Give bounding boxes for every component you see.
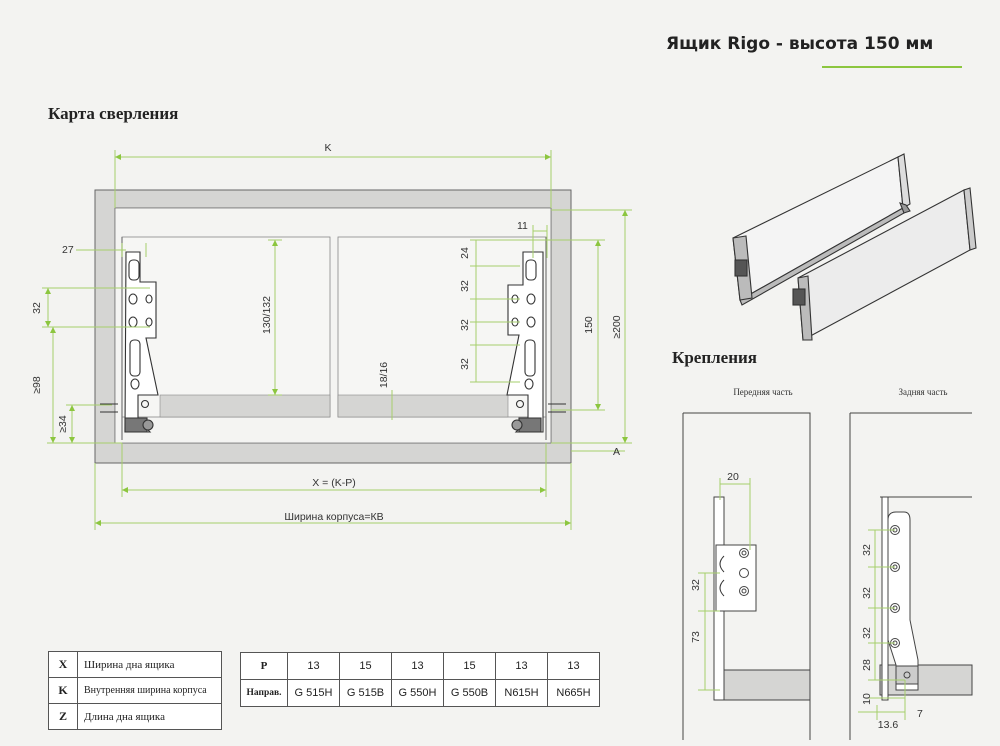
rear-dim-7: 7 <box>917 708 923 720</box>
right-bracket <box>506 251 544 433</box>
drawer-sides-illustration <box>732 153 977 341</box>
rear-fastening-dims <box>858 529 906 720</box>
dim-32a: 32 <box>459 280 471 292</box>
dim-18: 18/16 <box>378 362 390 388</box>
p-header: P <box>240 652 288 680</box>
p-row: P 13 15 13 15 13 13 <box>240 652 600 680</box>
dim-k: K <box>324 142 331 154</box>
p-value: 13 <box>391 652 444 680</box>
dim-a: A <box>613 446 620 458</box>
dim-24: 24 <box>459 247 471 259</box>
p-value: 13 <box>287 652 340 680</box>
guides-table: P 13 15 13 15 13 13 Направ. G 515H G 515… <box>240 652 600 707</box>
legend-row: X Ширина дна ящика <box>48 651 222 678</box>
front-dim-20: 20 <box>727 471 739 483</box>
rear-fastening-detail <box>849 412 973 740</box>
model-value: G 515H <box>287 679 340 707</box>
direction-header: Направ. <box>240 679 288 707</box>
drilling-map-heading: Карта сверления <box>48 104 179 123</box>
model-row: Направ. G 515H G 515B G 550H G 550B N615… <box>240 679 600 707</box>
left-bracket <box>124 251 159 433</box>
dim-200: ≥200 <box>611 315 623 338</box>
model-value: N615H <box>495 679 548 707</box>
rear-dim-32c: 32 <box>861 627 873 639</box>
dimension-arrows <box>45 154 628 526</box>
fastening-heading: Крепления <box>672 348 757 367</box>
p-value: 13 <box>495 652 548 680</box>
model-value: G 550H <box>391 679 444 707</box>
legend-row: K Внутренняя ширина корпуса <box>48 677 222 704</box>
dim-130: 130/132 <box>261 296 273 334</box>
legend-key: X <box>48 651 78 678</box>
rear-dim-32b: 32 <box>861 587 873 599</box>
front-dim-73: 73 <box>690 631 702 643</box>
p-value: 13 <box>547 652 600 680</box>
dim-150: 150 <box>583 316 595 334</box>
screws <box>100 403 566 413</box>
legend-text: Ширина дна ящика <box>77 651 222 678</box>
rear-dim-10: 10 <box>861 693 873 705</box>
dim-32b: 32 <box>459 319 471 331</box>
dim-32c: 32 <box>459 358 471 370</box>
legend-row: Z Длина дна ящика <box>48 703 222 730</box>
dim-x: X = (K-P) <box>312 477 355 489</box>
dim-98: ≥98 <box>31 376 43 394</box>
model-value: G 550B <box>443 679 496 707</box>
model-value: G 515B <box>339 679 392 707</box>
model-value: N665H <box>547 679 600 707</box>
dim-27: 27 <box>62 244 74 256</box>
p-value: 15 <box>339 652 392 680</box>
front-fastening-detail <box>682 412 811 740</box>
front-fastening-dims <box>698 478 751 691</box>
dim-34: ≥34 <box>57 415 69 433</box>
legend-key: K <box>48 677 78 704</box>
title-underline <box>822 66 962 68</box>
p-value: 15 <box>443 652 496 680</box>
dimension-lines <box>42 150 632 530</box>
dim-32-left: 32 <box>31 302 43 314</box>
legend-text: Длина дна ящика <box>77 703 222 730</box>
front-dim-32: 32 <box>690 579 702 591</box>
rear-dim-28: 28 <box>861 659 873 671</box>
dim-11: 11 <box>517 220 528 232</box>
front-part-label: Передняя часть <box>733 387 792 397</box>
legend-table: X Ширина дна ящика K Внутренняя ширина к… <box>48 651 222 730</box>
rear-dim-32a: 32 <box>861 544 873 556</box>
dim-kb: Ширина корпуса=КВ <box>284 511 383 523</box>
legend-text: Внутренняя ширина корпуса <box>77 677 222 704</box>
legend-key: Z <box>48 703 78 730</box>
page-title: Ящик Rigo - высота 150 мм <box>666 34 934 54</box>
rear-part-label: Задняя часть <box>899 387 948 397</box>
cabinet-frame <box>94 189 572 464</box>
rear-dim-13-6: 13.6 <box>878 719 899 731</box>
